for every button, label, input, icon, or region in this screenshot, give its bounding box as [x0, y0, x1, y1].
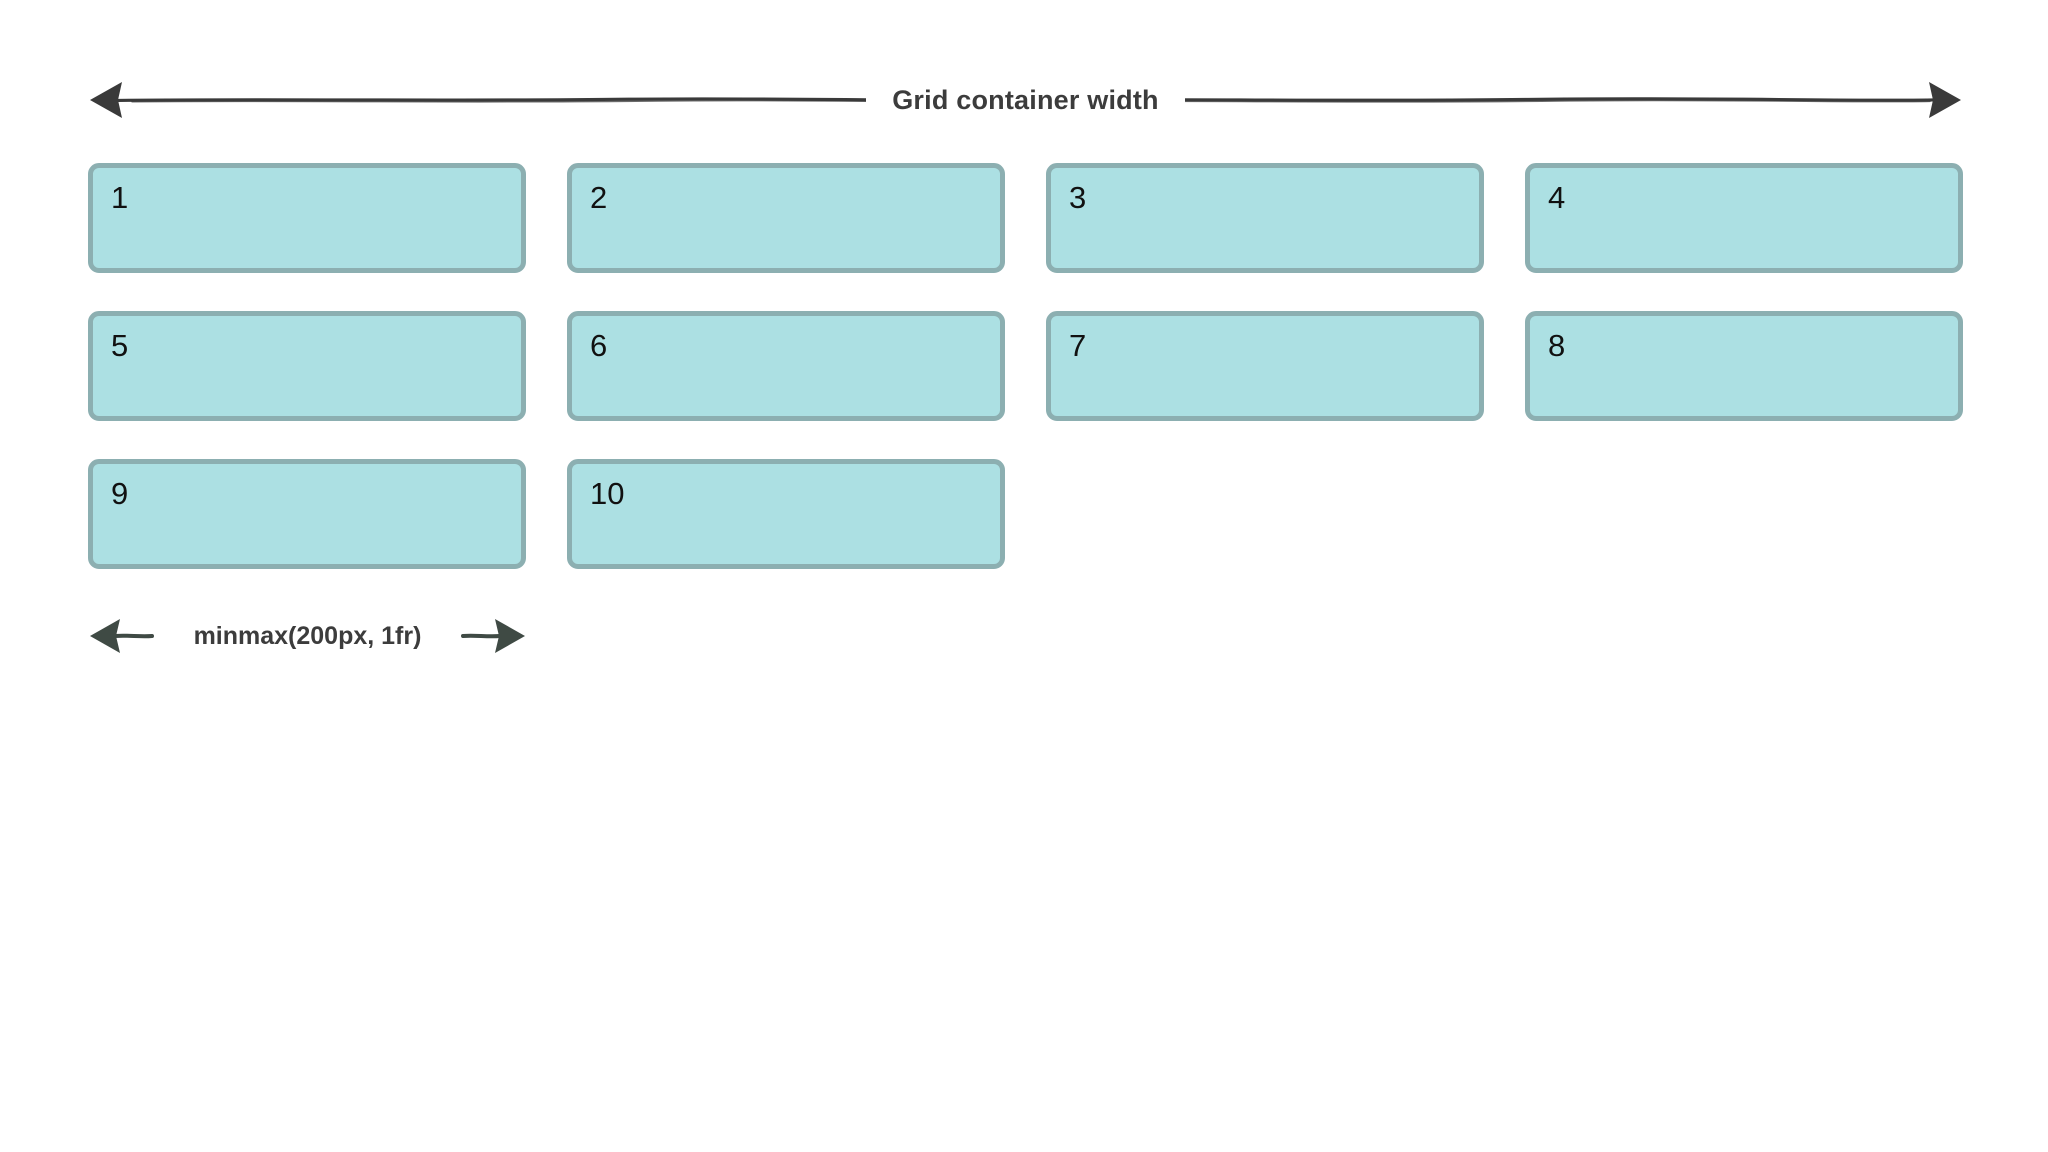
grid-item-label: 9 — [111, 476, 129, 511]
grid-item[interactable]: 1 — [88, 163, 526, 273]
grid-container: 1 2 3 4 5 6 7 8 9 10 — [88, 163, 1963, 569]
grid-item[interactable]: 6 — [567, 311, 1005, 421]
grid-container-width-measure: Grid container width — [88, 72, 1963, 128]
track-size-label: minmax(200px, 1fr) — [179, 623, 436, 649]
grid-item-label: 10 — [590, 476, 625, 511]
grid-item[interactable]: 7 — [1046, 311, 1484, 421]
arrow-left-icon — [90, 82, 122, 118]
arrow-left-icon — [90, 619, 120, 653]
grid-item[interactable]: 9 — [88, 459, 526, 569]
arrow-right-icon — [1929, 82, 1961, 118]
grid-item[interactable]: 4 — [1525, 163, 1963, 273]
grid-item-label: 1 — [111, 180, 129, 215]
grid-item-label: 3 — [1069, 180, 1087, 215]
grid-item-label: 8 — [1548, 328, 1566, 363]
grid-item[interactable]: 8 — [1525, 311, 1963, 421]
grid-container-width-label: Grid container width — [866, 86, 1185, 114]
track-size-measure: minmax(200px, 1fr) — [88, 608, 527, 664]
grid-item-label: 5 — [111, 328, 129, 363]
grid-item-label: 6 — [590, 328, 608, 363]
grid-item-label: 4 — [1548, 180, 1566, 215]
grid-item[interactable]: 10 — [567, 459, 1005, 569]
grid-item-label: 2 — [590, 180, 608, 215]
track-measure-shaft-left — [113, 633, 154, 639]
grid-item[interactable]: 2 — [567, 163, 1005, 273]
track-measure-shaft-right — [461, 633, 502, 639]
grid-item[interactable]: 5 — [88, 311, 526, 421]
grid-item-label: 7 — [1069, 328, 1087, 363]
arrow-right-icon — [495, 619, 525, 653]
grid-item[interactable]: 3 — [1046, 163, 1484, 273]
